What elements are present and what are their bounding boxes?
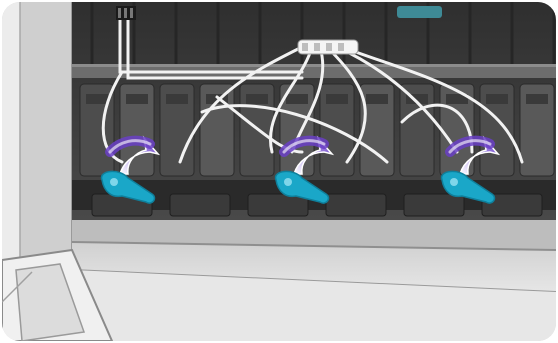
front-cover: [72, 220, 556, 341]
latch-pivot: [110, 178, 118, 186]
latch-pivot: [284, 178, 292, 186]
tube-manifold: [298, 40, 358, 54]
top-teal-part: [397, 6, 442, 18]
latch-pivot: [450, 178, 458, 186]
cable-connector: [116, 6, 136, 20]
